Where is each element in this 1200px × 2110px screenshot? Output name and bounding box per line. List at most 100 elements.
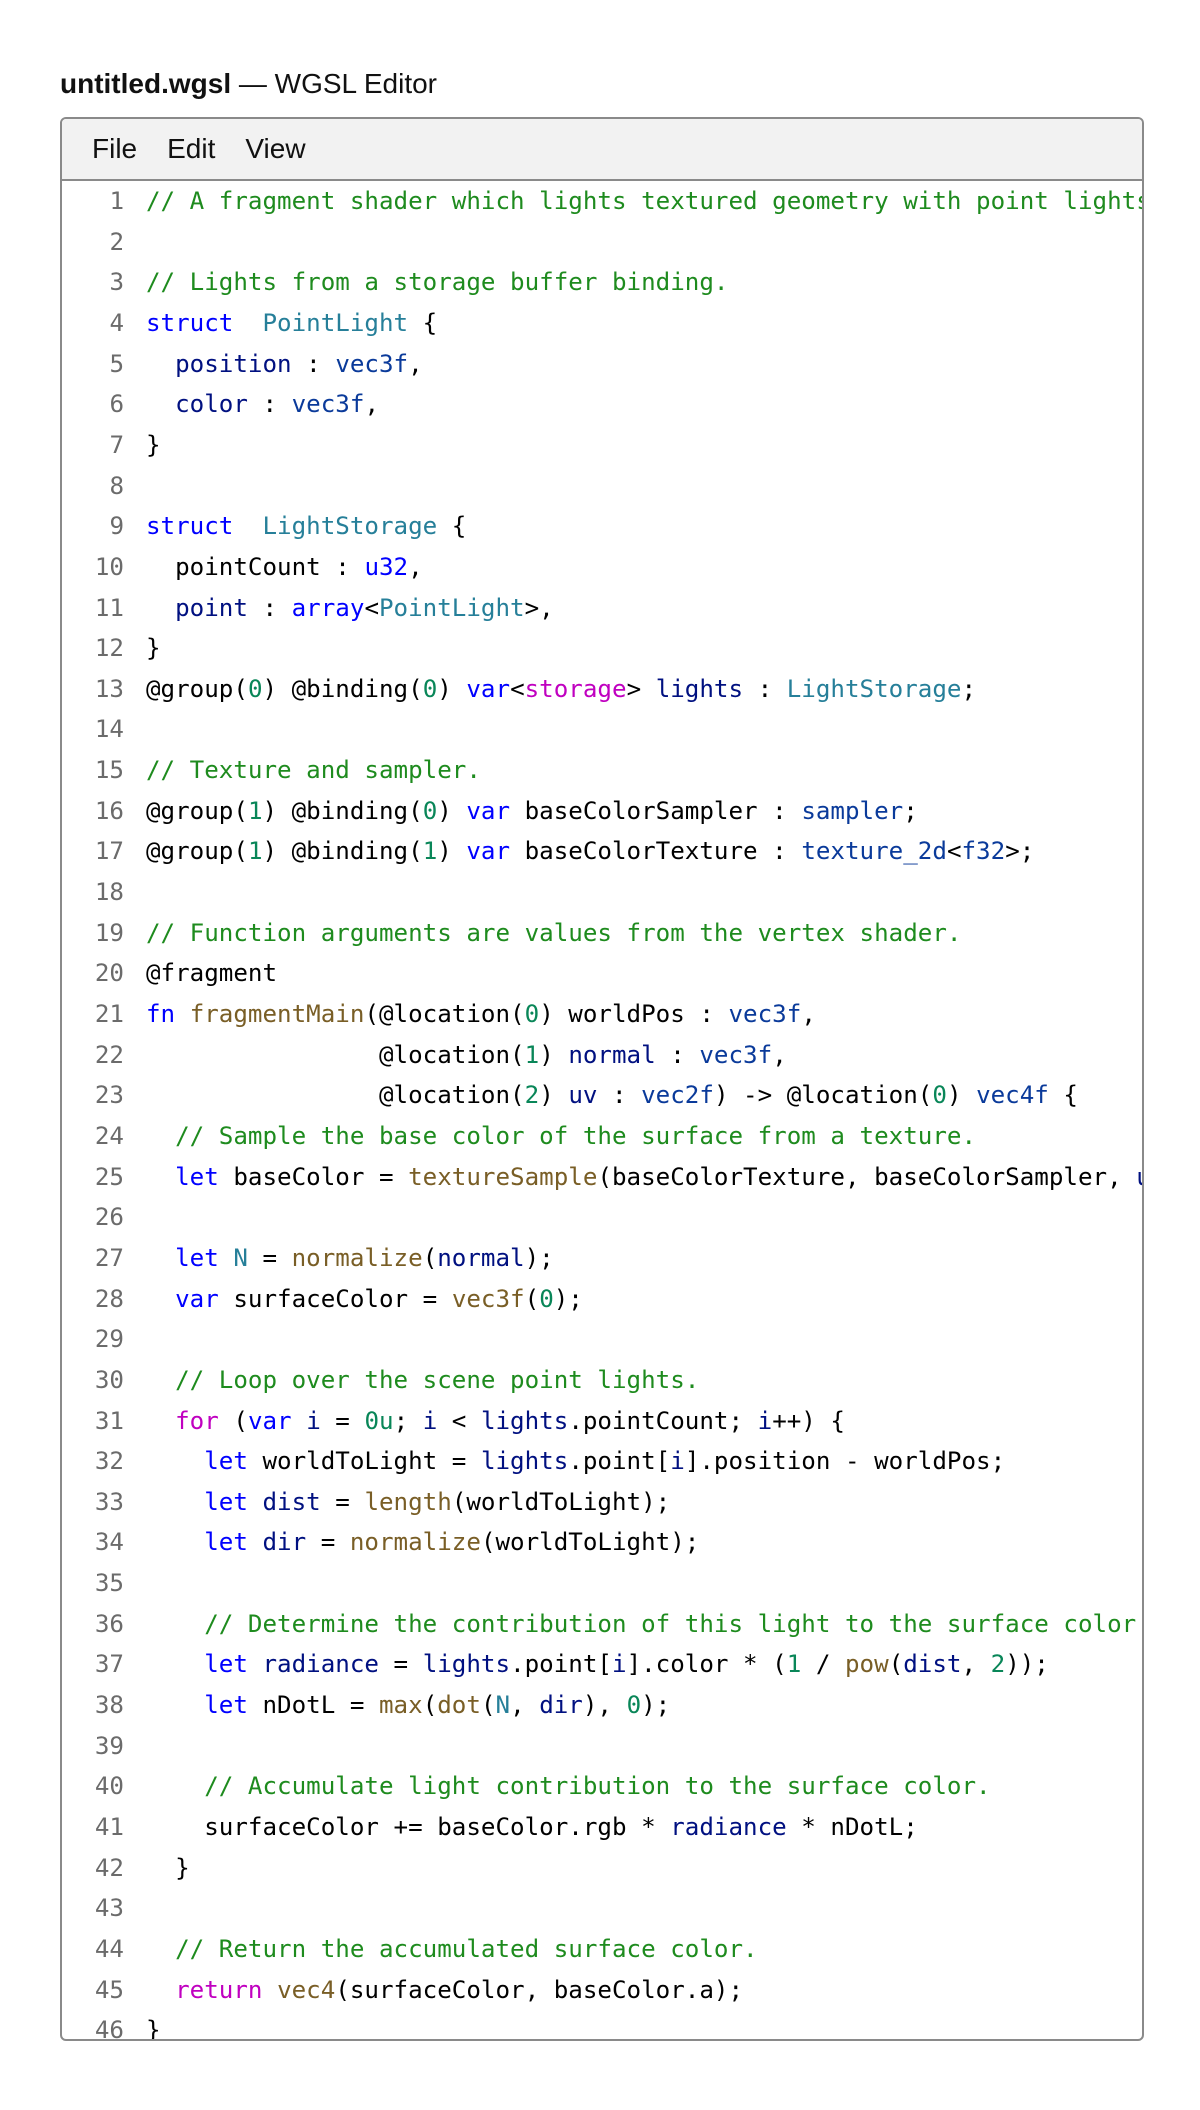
code-line: 27 let N = normalize(normal); (62, 1238, 554, 1278)
code-line: 3// Lights from a storage buffer binding… (62, 262, 728, 302)
code-line: 34 let dir = normalize(worldToLight); (62, 1522, 700, 1562)
line-number: 25 (94, 1162, 124, 1191)
code-line: 6 color : vec3f, (62, 384, 379, 424)
line-number: 39 (94, 1731, 124, 1760)
line-number: 17 (94, 837, 124, 866)
line-number: 3 (109, 268, 124, 297)
code-line: 36 // Determine the contribution of this… (62, 1604, 1142, 1644)
code-line: 39 (62, 1726, 124, 1766)
code-text: let dist = length(worldToLight); (204, 1487, 671, 1516)
code-line: 38 let nDotL = max(dot(N, dir), 0); (62, 1685, 670, 1725)
code-line: 46} (62, 2010, 161, 2041)
code-text: // Accumulate light contribution to the … (204, 1772, 991, 1801)
code-text: pointCount : u32, (146, 552, 423, 581)
menu-bar: File Edit View (62, 119, 1142, 181)
line-number: 5 (109, 349, 124, 378)
code-text: let baseColor = textureSample(baseColorT… (175, 1162, 1142, 1191)
line-number: 36 (94, 1609, 124, 1638)
code-text: } (146, 634, 161, 663)
line-number: 7 (109, 430, 124, 459)
code-line: 15 // Texture and sampler. (62, 750, 481, 790)
line-number: 29 (94, 1325, 124, 1354)
code-text: surfaceColor += baseColor.rgb * radiance… (146, 1813, 918, 1841)
code-text: // Texture and sampler. (146, 756, 481, 785)
line-number: 4 (109, 308, 124, 337)
line-number: 20 (94, 959, 124, 988)
code-text: for (var i = 0u; i < lights.pointCount; … (175, 1406, 845, 1435)
line-number: 45 (94, 1975, 124, 2004)
code-line: 28 var surfaceColor = vec3f(0); (62, 1279, 583, 1319)
line-number: 40 (94, 1772, 124, 1801)
code-text: let nDotL = max(dot(N, dir), 0); (204, 1691, 671, 1720)
code-text: let worldToLight = lights.point[i].posit… (204, 1447, 1006, 1476)
code-text: // A fragment shader which lights textur… (146, 187, 1144, 215)
code-line: 18 (62, 872, 124, 912)
line-number: 18 (94, 878, 124, 907)
code-line: 23 @location(2) uv : vec2f) -> @location… (62, 1075, 1078, 1115)
code-line: 31 for (var i = 0u; i < lights.pointCoun… (62, 1401, 845, 1441)
line-number: 33 (94, 1487, 124, 1516)
line-number: 23 (94, 1081, 124, 1110)
code-line: 1 // A fragment shader which lights textu… (62, 181, 1142, 221)
line-number: 12 (94, 634, 124, 663)
code-text: let dir = normalize(worldToLight); (204, 1528, 700, 1557)
code-line: 33 let dist = length(worldToLight); (62, 1482, 670, 1522)
code-line: 20 @fragment (62, 953, 277, 993)
code-line: 5 position : vec3f, (62, 344, 422, 384)
code-line: 7} (62, 425, 160, 465)
code-line: 14 (62, 709, 124, 749)
line-number: 28 (94, 1284, 124, 1313)
code-line: 12} (62, 628, 161, 668)
line-number: 31 (94, 1406, 124, 1435)
code-editor[interactable]: 1 // A fragment shader which lights textu… (62, 179, 1142, 2039)
editor-window: File Edit View 1 // A fragment shader whi… (60, 117, 1144, 2041)
line-number: 42 (94, 1853, 124, 1882)
code-text: color : vec3f, (175, 390, 379, 419)
code-text: struct LightStorage { (146, 512, 467, 541)
code-line: 17 @group(1) @binding(1) var baseColorTex… (62, 831, 1034, 871)
code-text: } (146, 2016, 161, 2041)
code-line: 8 (62, 466, 124, 506)
code-line: 45 return vec4(surfaceColor, baseColor.a… (62, 1970, 743, 2010)
code-text: struct PointLight { (146, 308, 438, 337)
line-number: 13 (94, 674, 124, 703)
code-text: @group(0) @binding(0) var<storage> light… (146, 674, 977, 703)
line-number: 15 (94, 756, 124, 785)
code-line: 37 let radiance = lights.point[i].color … (62, 1644, 1049, 1684)
code-line: 25 let baseColor = textureSample(baseCol… (62, 1157, 1142, 1197)
code-line: 32 let worldToLight = lights.point[i].po… (62, 1441, 1005, 1481)
code-text: @group(1) @binding(1) var baseColorTextu… (146, 837, 1035, 866)
menu-view[interactable]: View (245, 133, 306, 164)
code-text: @location(1) normal : vec3f, (146, 1040, 787, 1069)
code-text: let radiance = lights.point[i].color * (… (204, 1650, 1049, 1679)
line-number: 30 (94, 1365, 124, 1394)
line-number: 37 (94, 1650, 124, 1679)
file-name: untitled.wgsl (60, 68, 232, 99)
code-line: 41 surfaceColor += baseColor.rgb * radia… (62, 1807, 918, 1847)
code-line: 24 // Sample the base color of the surfa… (62, 1116, 976, 1156)
line-number: 1 (109, 187, 124, 215)
code-text: point : array<PointLight>, (175, 593, 554, 622)
code-text: // Sample the base color of the surface … (175, 1121, 977, 1150)
code-line: 2 (62, 222, 124, 262)
line-number: 11 (94, 593, 124, 622)
code-line: 35 (62, 1563, 124, 1603)
code-line: 19// Function arguments are values from … (62, 913, 962, 953)
code-line: 42 } (62, 1848, 190, 1888)
code-line: 4 struct PointLight { (62, 303, 437, 343)
code-text: @fragment (146, 959, 278, 988)
line-number: 22 (94, 1040, 124, 1069)
code-text: fn fragmentMain(@location(0) worldPos : … (146, 1000, 816, 1028)
code-text: @location(2) uv : vec2f) -> @location(0)… (146, 1081, 1078, 1110)
line-number: 16 (94, 796, 124, 825)
code-text: } (146, 430, 161, 459)
code-line: 43 (62, 1888, 124, 1928)
code-line: 11 point : array<PointLight>, (62, 588, 554, 628)
code-text: var surfaceColor = vec3f(0); (175, 1284, 583, 1313)
code-line: 40 // Accumulate light contribution to t… (62, 1766, 991, 1806)
menu-edit[interactable]: Edit (167, 133, 216, 164)
line-number: 46 (94, 2016, 124, 2041)
menu-file[interactable]: File (92, 133, 138, 164)
